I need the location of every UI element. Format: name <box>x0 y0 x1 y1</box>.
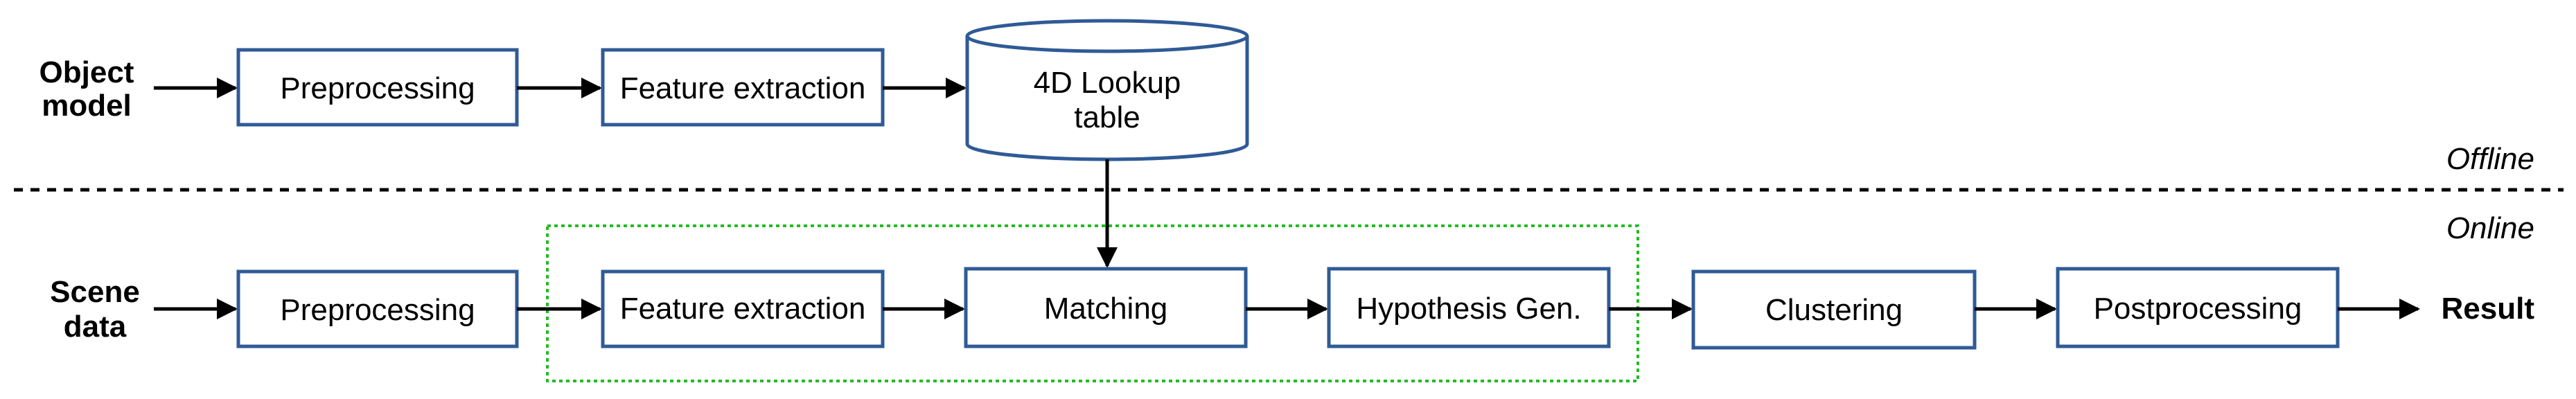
lookup-table-line-2: table <box>1074 100 1140 134</box>
scene-data-input: Scene data <box>50 275 140 344</box>
offline-preprocessing-box: Preprocessing <box>236 48 519 127</box>
hypothesis-generation-label: Hypothesis Gen. <box>1356 292 1581 326</box>
lookup-table-cylinder: 4D Lookup table <box>965 19 1249 161</box>
postprocessing-label: Postprocessing <box>2094 292 2302 326</box>
offline-preprocessing-label: Preprocessing <box>280 71 475 105</box>
online-preprocessing-label: Preprocessing <box>280 293 475 327</box>
matching-box: Matching <box>964 267 1248 348</box>
online-label: Online <box>2446 211 2534 245</box>
hypothesis-generation-box: Hypothesis Gen. <box>1327 267 1611 348</box>
highlight-group-box <box>546 224 1639 382</box>
result-label: Result <box>2442 292 2535 326</box>
online-feature-extraction-label: Feature extraction <box>620 292 866 326</box>
matching-label: Matching <box>1044 292 1168 326</box>
offline-label: Offline <box>2446 142 2534 176</box>
clustering-label: Clustering <box>1765 293 1903 327</box>
lookup-table-line-1: 4D Lookup <box>1034 66 1181 100</box>
postprocessing-box: Postprocessing <box>2056 267 2340 348</box>
online-preprocessing-box: Preprocessing <box>236 269 519 348</box>
online-feature-extraction-box: Feature extraction <box>601 269 885 348</box>
offline-feature-extraction-label: Feature extraction <box>620 71 866 105</box>
object-model-line-1: Object <box>39 55 134 89</box>
object-model-line-2: model <box>42 89 132 123</box>
scene-data-line-2: data <box>64 310 127 344</box>
object-model-input: Object model <box>39 55 134 123</box>
offline-feature-extraction-box: Feature extraction <box>601 48 885 127</box>
clustering-box: Clustering <box>1691 269 1977 350</box>
scene-data-line-1: Scene <box>50 275 140 309</box>
